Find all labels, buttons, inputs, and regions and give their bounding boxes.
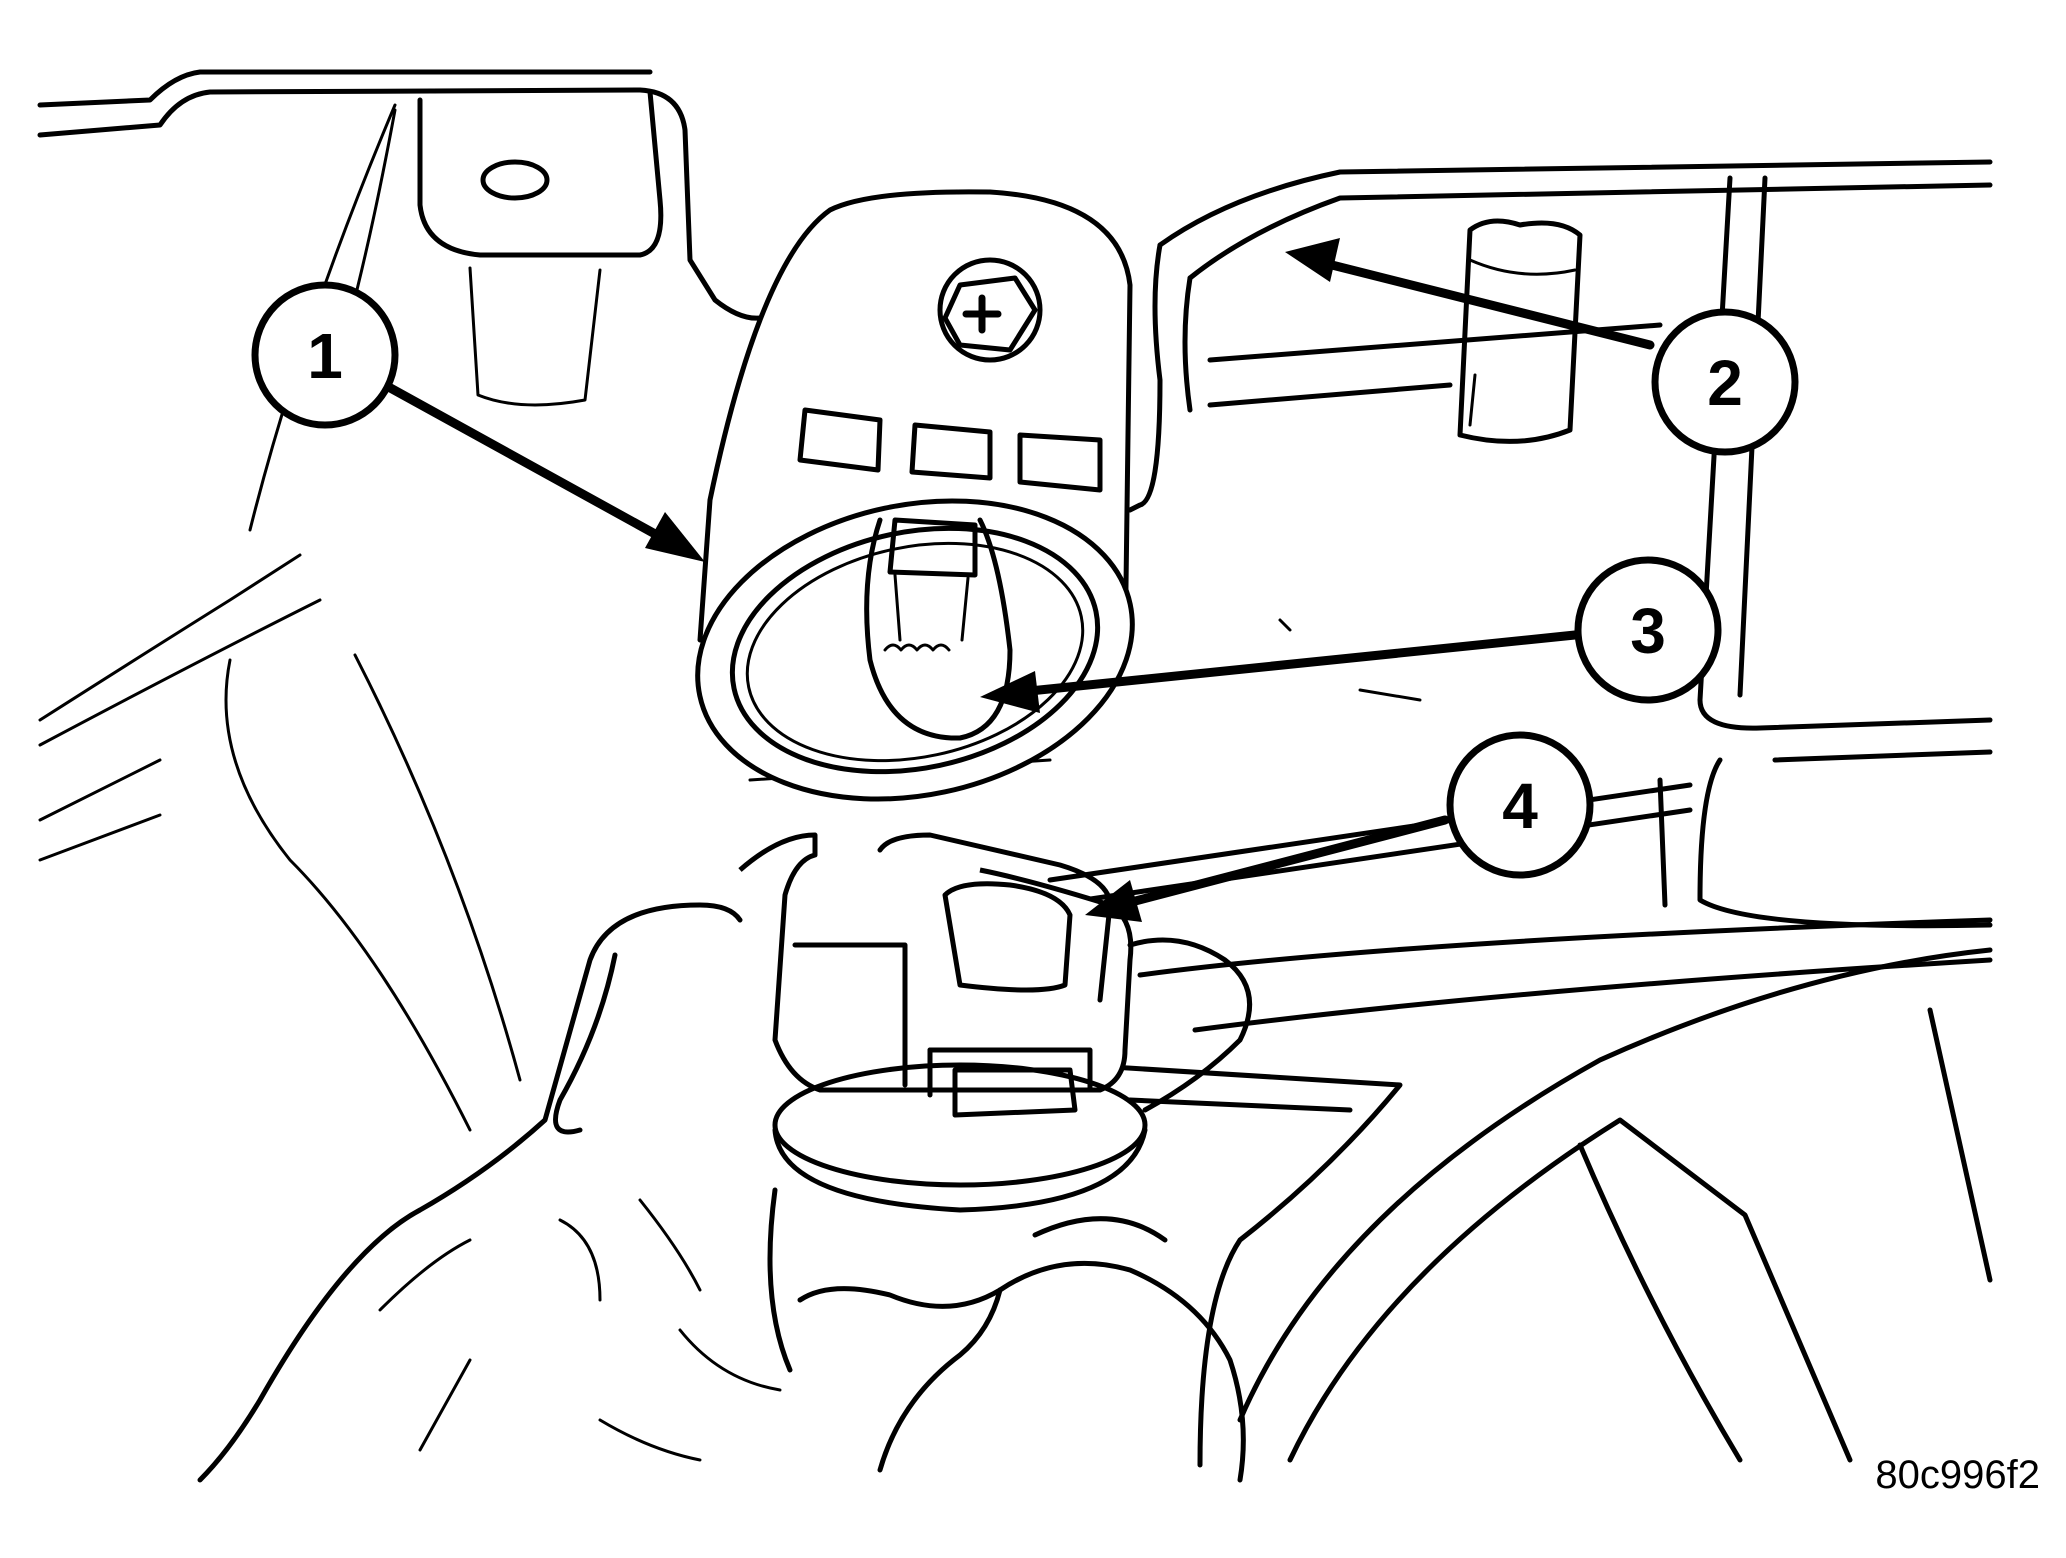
figure-id-label: 80c996f2 bbox=[1875, 1453, 2040, 1497]
arrow-4 bbox=[1115, 815, 1450, 910]
callout-4: 4 bbox=[1446, 731, 1594, 879]
arrow-4-head bbox=[1085, 880, 1142, 922]
bulb-socket bbox=[695, 189, 1135, 802]
arrow-1-head bbox=[645, 512, 705, 562]
callout-4-label: 4 bbox=[1502, 770, 1538, 842]
bulb-retainer-clip bbox=[738, 832, 1148, 1213]
arrow-3-head bbox=[980, 671, 1040, 713]
callout-3: 3 bbox=[1574, 556, 1722, 704]
arrow-3 bbox=[1015, 630, 1580, 697]
callout-2-label: 2 bbox=[1707, 347, 1743, 419]
arrow-1 bbox=[380, 380, 680, 550]
lamp-housing-panel bbox=[37, 69, 1993, 1468]
callout-2: 2 bbox=[1651, 308, 1799, 456]
callout-1: 1 bbox=[251, 281, 399, 429]
callout-1-label: 1 bbox=[307, 320, 343, 392]
arrow-2-head bbox=[1285, 238, 1340, 282]
arrow-2 bbox=[1315, 257, 1655, 350]
callout-3-label: 3 bbox=[1630, 595, 1666, 667]
leader-arrows bbox=[380, 238, 1655, 922]
technician-hand bbox=[197, 902, 1253, 1483]
